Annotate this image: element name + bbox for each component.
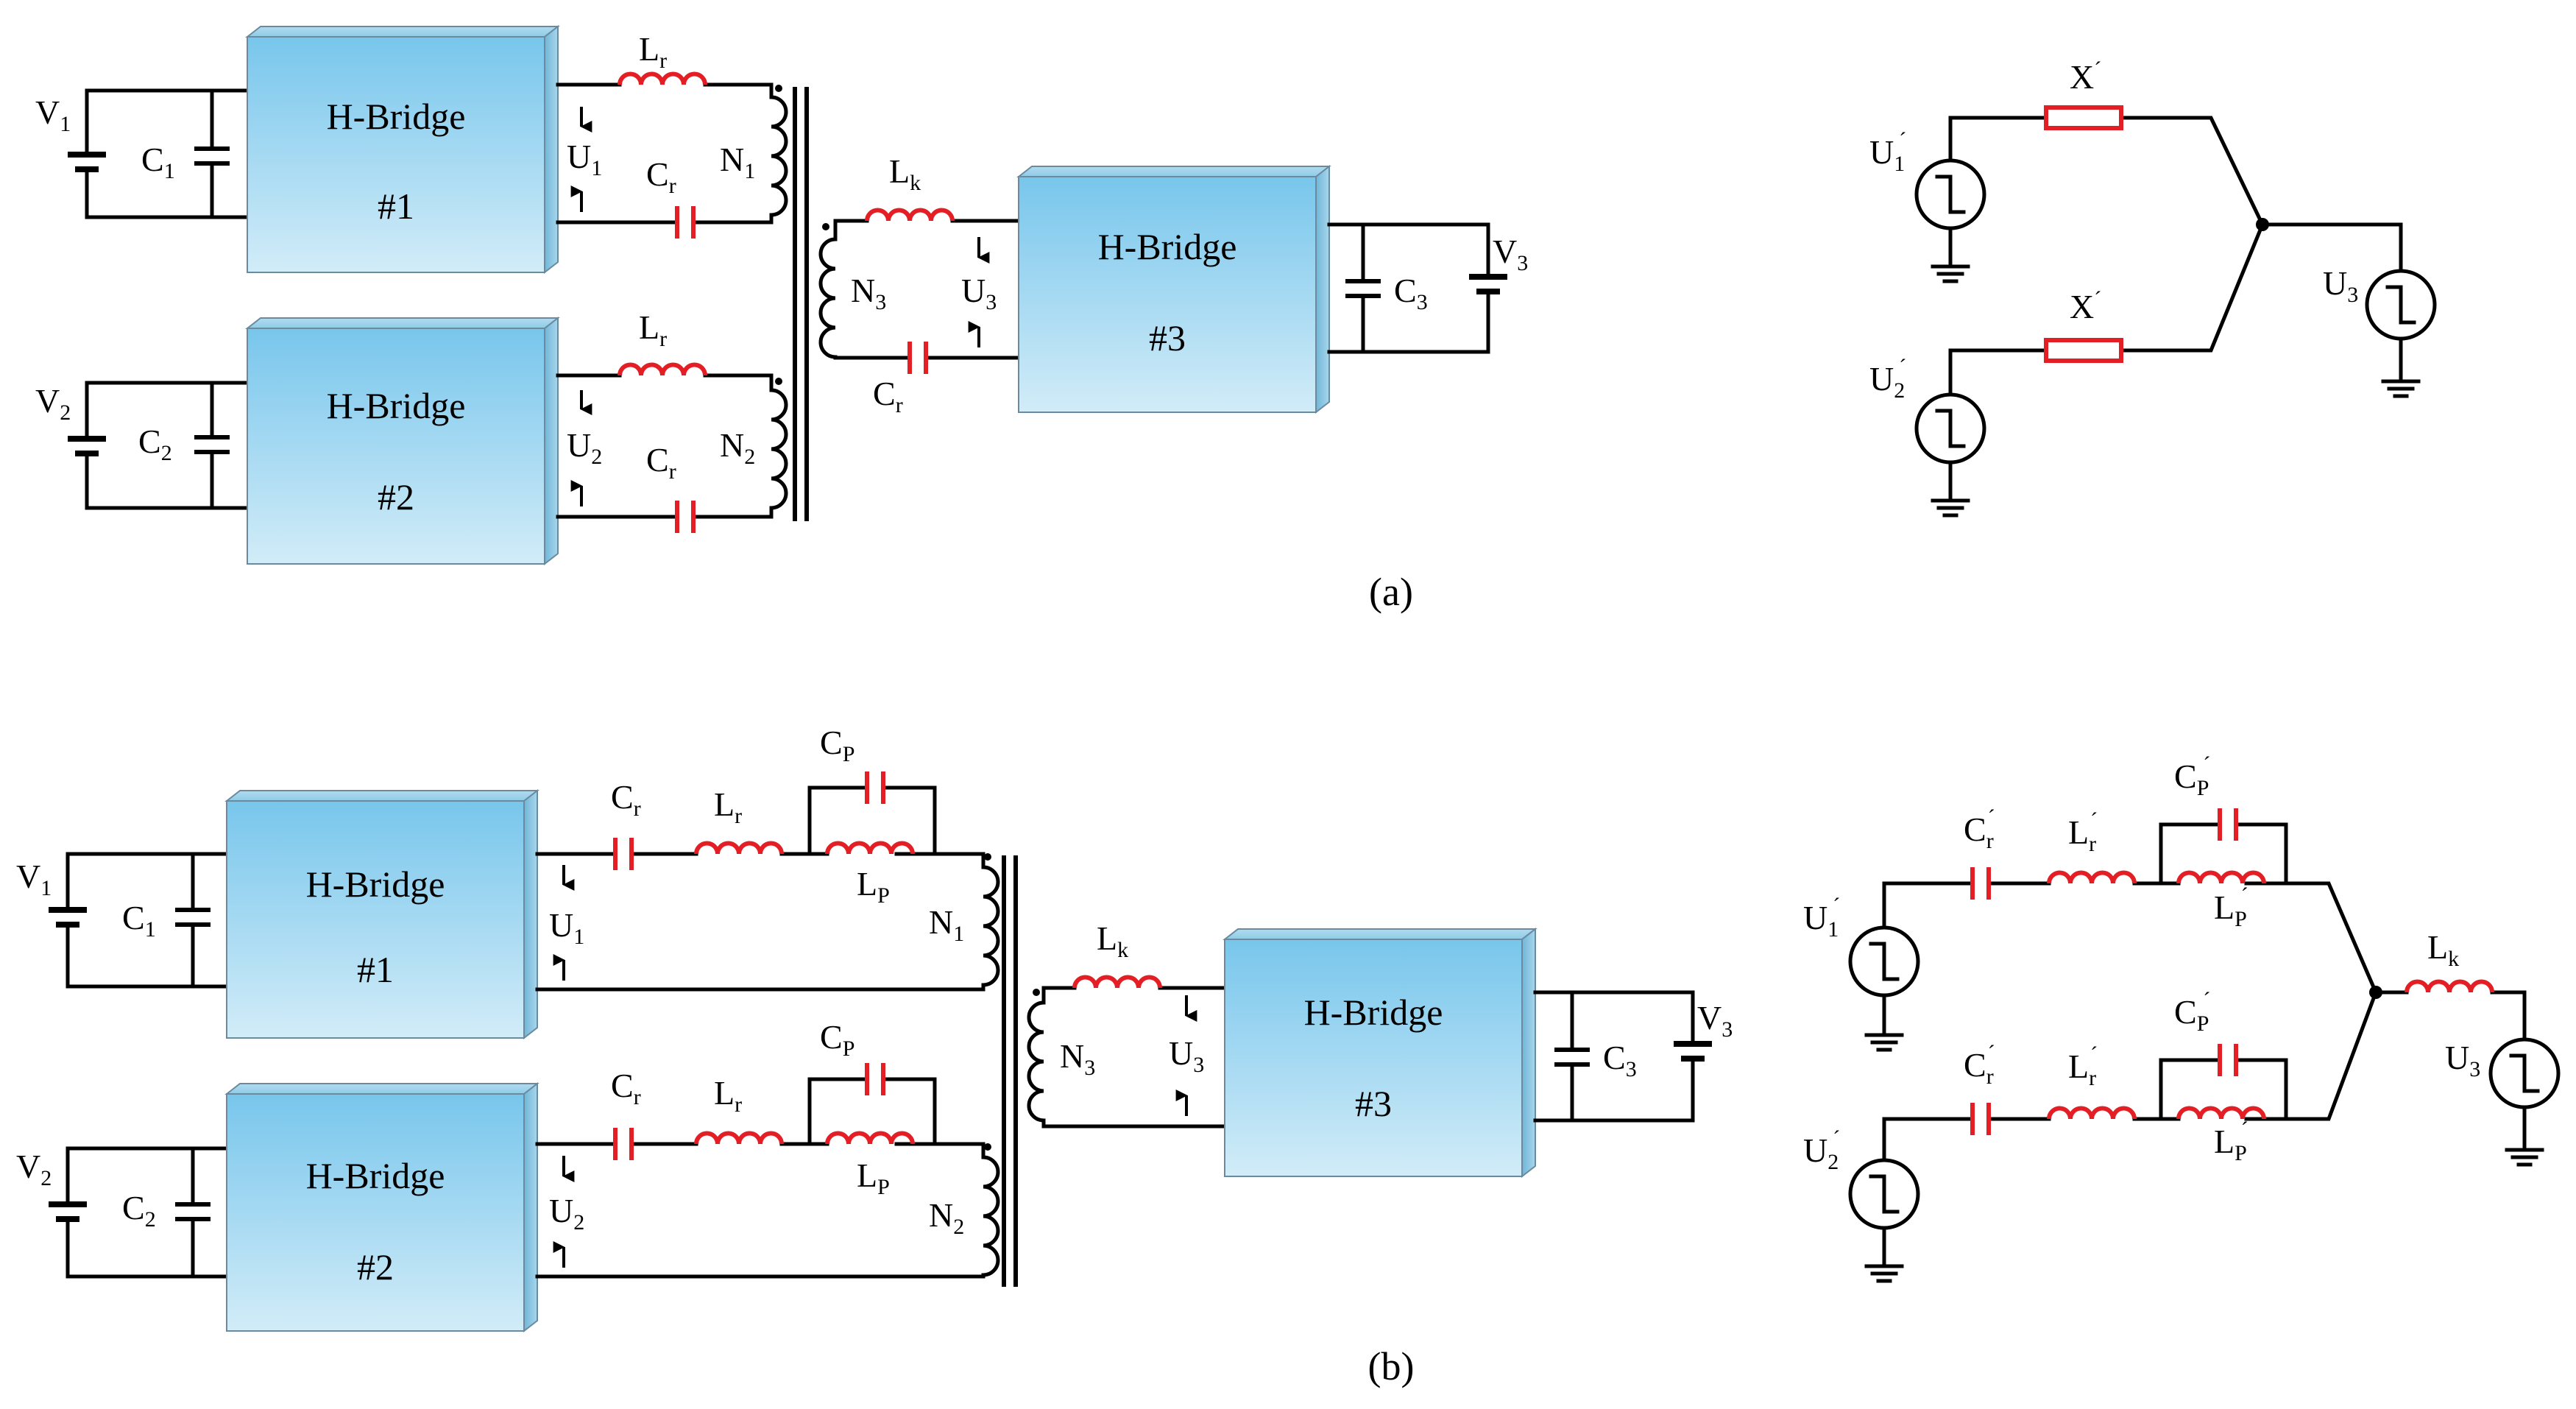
- svg-text:U2: U2: [567, 426, 602, 469]
- transformer-core-b: [1002, 855, 1018, 1287]
- svg-text:U1´: U1´: [1869, 128, 1906, 176]
- equivalent-circuit-a: X´ X´ U1´ U2´ U3: [1869, 57, 2437, 518]
- source-v1-b: V1 C1: [16, 852, 229, 989]
- output-v3-a: V3 C3: [1327, 222, 1528, 354]
- h-bridge-3-b: H-Bridge #3: [1222, 927, 1538, 1179]
- svg-text:Lr: Lr: [639, 308, 667, 351]
- svg-text:Lr: Lr: [639, 30, 667, 73]
- svg-text:LP: LP: [857, 1156, 890, 1199]
- svg-text:U2: U2: [549, 1192, 584, 1235]
- svg-text:Lk: Lk: [2427, 928, 2459, 971]
- svg-text:Cr: Cr: [873, 375, 903, 417]
- svg-text:H-Bridge: H-Bridge: [1304, 992, 1443, 1033]
- svg-text:C3: C3: [1603, 1039, 1637, 1081]
- equivalent-circuit-b: Cr´ Lr´ CP´ LP´ U1´ Cr´ Lr´ CP´ LP´ U2´ …: [1803, 752, 2561, 1283]
- svg-text:N2: N2: [929, 1196, 964, 1239]
- caption-b: (b): [1368, 1344, 1415, 1388]
- svg-text:CP: CP: [820, 1018, 854, 1061]
- svg-text:U1: U1: [549, 906, 584, 949]
- svg-text:X´: X´: [2070, 287, 2101, 325]
- svg-text:N1: N1: [929, 903, 964, 946]
- svg-text:U3: U3: [2323, 264, 2358, 307]
- svg-text:CP: CP: [820, 724, 854, 766]
- svg-text:H-Bridge: H-Bridge: [327, 385, 466, 426]
- svg-text:C3: C3: [1394, 272, 1428, 314]
- svg-text:N2: N2: [720, 426, 755, 469]
- h-bridge-1-a: H-Bridge #1: [245, 24, 560, 275]
- svg-text:CP´: CP´: [2174, 988, 2210, 1036]
- source-v2-a: V2: [35, 381, 250, 510]
- svg-text:Cr: Cr: [646, 155, 676, 198]
- svg-text:C1: C1: [141, 141, 175, 183]
- svg-text:U2´: U2´: [1803, 1126, 1840, 1174]
- caption-a: (a): [1369, 570, 1413, 614]
- svg-text:LP´: LP´: [2214, 1117, 2248, 1165]
- resonant-tank-1-a: Lr Cr N1 U1: [556, 30, 788, 239]
- svg-text:Cr´: Cr´: [1964, 805, 1995, 853]
- svg-text:H-Bridge: H-Bridge: [306, 864, 445, 905]
- svg-text:Lr: Lr: [714, 1074, 742, 1117]
- svg-text:#1: #1: [378, 186, 414, 227]
- output-v3-b: V3 C3: [1533, 990, 1733, 1123]
- svg-text:Lk: Lk: [1097, 919, 1128, 962]
- svg-text:C2: C2: [138, 423, 172, 465]
- svg-text:N3: N3: [1060, 1037, 1095, 1080]
- svg-text:U3: U3: [1169, 1034, 1204, 1077]
- svg-text:LP: LP: [857, 865, 890, 908]
- svg-text:#1: #1: [357, 949, 394, 990]
- h-bridge-2-b: H-Bridge #2: [224, 1081, 539, 1333]
- h-bridge-1-b: H-Bridge #1: [224, 788, 539, 1040]
- svg-text:Lr´: Lr´: [2068, 1042, 2098, 1090]
- capacitor-c2-a: C2: [138, 381, 230, 510]
- source-v1-a: V1: [35, 88, 250, 219]
- svg-text:U3: U3: [961, 272, 997, 314]
- svg-text:Cr: Cr: [646, 441, 676, 484]
- capacitor-c1-a: C1: [141, 88, 230, 219]
- svg-text:U1´: U1´: [1803, 894, 1840, 942]
- source-v2-b: V2 C2: [16, 1146, 229, 1279]
- svg-text:#2: #2: [357, 1246, 394, 1288]
- svg-text:Cr: Cr: [611, 778, 641, 821]
- svg-text:V1: V1: [35, 93, 71, 136]
- svg-text:X´: X´: [2070, 57, 2101, 96]
- svg-text:V2: V2: [35, 382, 71, 425]
- secondary-winding-a: Lk Cr N3 U3: [818, 152, 1021, 417]
- svg-text:Cr: Cr: [611, 1067, 641, 1109]
- svg-text:H-Bridge: H-Bridge: [327, 96, 466, 137]
- svg-text:U1: U1: [567, 138, 602, 180]
- resonant-tank-2-b: Cr Lr CP LP N2 U2: [535, 1018, 1000, 1279]
- resonant-tank-2-a: Lr Cr N2 U2: [556, 308, 788, 533]
- svg-text:LP´: LP´: [2214, 883, 2248, 931]
- svg-text:#2: #2: [378, 476, 414, 518]
- h-bridge-3-a: H-Bridge #3: [1016, 164, 1331, 414]
- svg-text:V3: V3: [1697, 999, 1733, 1042]
- svg-text:CP´: CP´: [2174, 752, 2210, 800]
- svg-text:V2: V2: [16, 1148, 52, 1190]
- svg-text:V1: V1: [16, 858, 52, 900]
- svg-text:H-Bridge: H-Bridge: [1098, 226, 1237, 267]
- resonant-tank-1-b: Cr Lr CP LP N1 U1: [535, 724, 1000, 992]
- svg-text:U2´: U2´: [1869, 355, 1906, 403]
- svg-text:N3: N3: [851, 272, 886, 314]
- svg-text:U3: U3: [2445, 1039, 2480, 1081]
- svg-text:#3: #3: [1149, 317, 1186, 359]
- svg-text:Lr: Lr: [714, 785, 742, 828]
- svg-text:C1: C1: [122, 899, 156, 942]
- h-bridge-2-a: H-Bridge #2: [245, 316, 560, 566]
- svg-text:N1: N1: [720, 141, 755, 183]
- svg-text:Cr´: Cr´: [1964, 1041, 1995, 1089]
- secondary-winding-b: Lk N3 U3: [1027, 919, 1227, 1129]
- svg-text:#3: #3: [1355, 1083, 1392, 1124]
- svg-text:Lk: Lk: [889, 152, 921, 195]
- svg-text:C2: C2: [122, 1189, 156, 1232]
- svg-text:H-Bridge: H-Bridge: [306, 1155, 445, 1196]
- transformer-core-a: [793, 87, 809, 521]
- svg-text:Lr´: Lr´: [2068, 808, 2098, 856]
- svg-text:V3: V3: [1493, 233, 1528, 275]
